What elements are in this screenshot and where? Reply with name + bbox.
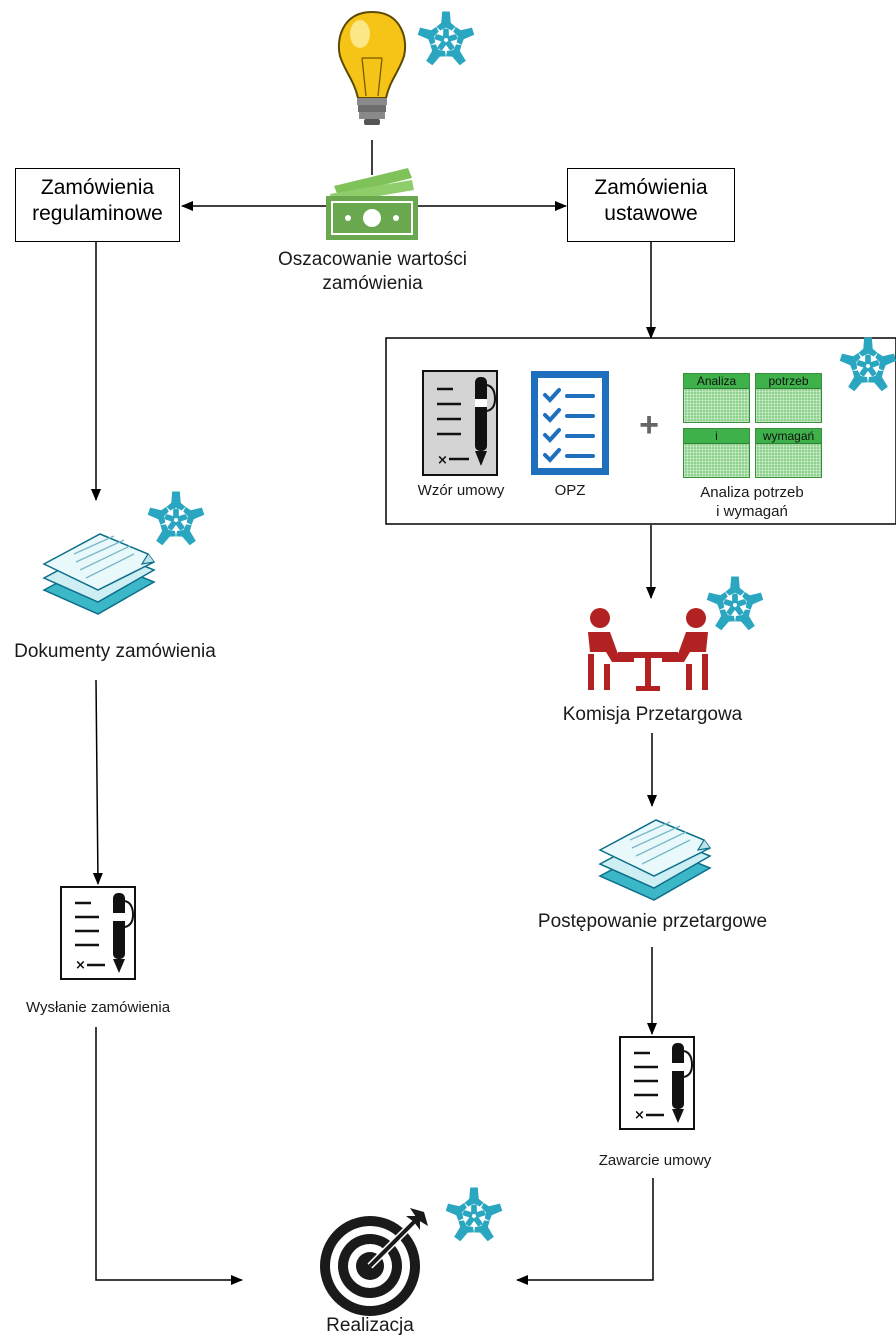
connectors xyxy=(91,140,657,1285)
documents-stack-icon xyxy=(43,533,155,615)
order-documents-label: Dokumenty zamówienia xyxy=(14,641,216,662)
analysis-cell: potrzeb xyxy=(755,373,822,423)
realization-label: Realizacja xyxy=(326,1315,414,1336)
box-line-2: regulaminowe xyxy=(32,202,163,225)
analysis-cell: Analiza xyxy=(683,373,750,423)
value-estimation-label: Oszacowanie wartości zamówienia xyxy=(277,249,468,294)
statutory-orders-box: Zamówienia ustawowe xyxy=(567,168,735,242)
box-line-1: Zamówienia xyxy=(594,176,708,199)
opz-checklist-icon xyxy=(531,371,609,475)
teamwork-icon xyxy=(443,1187,505,1245)
target-icon xyxy=(320,1208,428,1316)
analysis-label: Analiza potrzeb i wymagań xyxy=(700,484,804,520)
order-document-icon xyxy=(59,885,137,981)
opz-label: OPZ xyxy=(554,482,586,499)
meeting-icon xyxy=(588,608,708,691)
teamwork-icon xyxy=(704,576,766,634)
lightbulb-icon xyxy=(337,10,407,125)
analysis-cell: wymagań xyxy=(755,428,822,478)
tender-procedure-label: Postępowanie przetargowe xyxy=(537,911,768,932)
regulatory-orders-box: Zamówienia regulaminowe xyxy=(15,168,180,242)
contract-signing-icon xyxy=(618,1035,696,1131)
box-line-2: ustawowe xyxy=(604,202,698,225)
teamwork-icon xyxy=(145,491,207,549)
analysis-cell: i xyxy=(683,428,750,478)
plus-sign: + xyxy=(639,406,659,444)
svg-text:×: × xyxy=(437,453,448,468)
contract-template-label: Wzór umowy xyxy=(417,482,505,499)
tender-documents-icon xyxy=(599,819,711,901)
banknote-icon xyxy=(326,168,418,240)
box-line-1: Zamówienia xyxy=(40,176,155,199)
teamwork-icon xyxy=(415,11,477,69)
contract-template-icon: × xyxy=(422,370,498,476)
order-sending-label: Wysłanie zamówienia xyxy=(25,999,171,1016)
tender-committee-label: Komisja Przetargowa xyxy=(562,704,743,725)
contract-conclusion-label: Zawarcie umowy xyxy=(598,1152,712,1169)
